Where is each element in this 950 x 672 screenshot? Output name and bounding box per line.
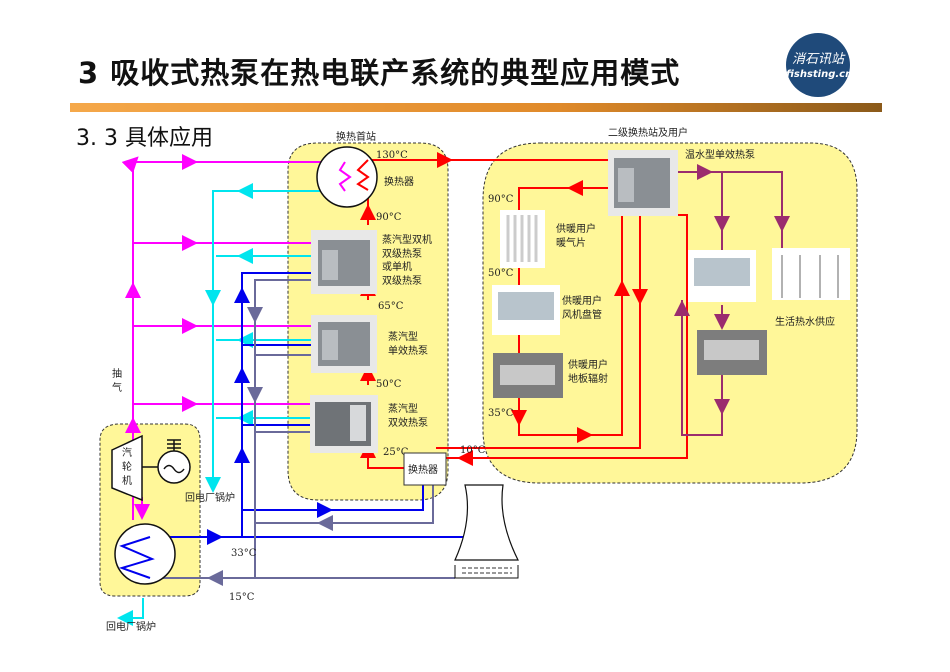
temp-90-s1: 90°C: [376, 212, 402, 223]
temp-90-s2: 90°C: [488, 194, 514, 205]
floor-line2: 地板辐射: [568, 372, 608, 385]
extraction-label-1: 抽: [112, 367, 122, 380]
pump2-line2: 单效热泵: [388, 344, 428, 357]
temp-130: 130°C: [376, 150, 408, 161]
shower-icon: [772, 248, 850, 300]
station2-box: [482, 142, 858, 484]
temp-35: 35°C: [488, 408, 514, 419]
domestic-lines: [674, 164, 790, 436]
pump1-line4: 双级热泵: [382, 274, 422, 287]
fancoil-icon: [492, 285, 560, 335]
floor-heating-icon: [493, 353, 563, 398]
radiator-line2: 暖气片: [556, 236, 586, 249]
steam-lines: [121, 154, 345, 520]
logo-text: 消石讯站: [791, 52, 844, 67]
hot-water-label: 生活热水供应: [775, 315, 835, 328]
temp-65: 65°C: [378, 301, 404, 312]
header-divider: [70, 103, 882, 112]
turbine-line1: 汽: [122, 446, 132, 459]
turbine-icon: [111, 434, 143, 502]
temp-33: 33°C: [231, 548, 257, 559]
logo-url: fishsting.cn: [786, 69, 853, 80]
hx-top-label: 换热器: [384, 175, 414, 188]
return-boiler-2: 回电厂锅炉: [106, 620, 156, 633]
pump1-line3: 或单机: [382, 260, 412, 273]
hx-bottom-label: 换热器: [408, 463, 438, 476]
station2-label: 二级换热站及用户: [608, 126, 688, 139]
s2-pump-label: 温水型单效热泵: [685, 148, 755, 161]
pump3-line1: 蒸汽型: [388, 402, 418, 415]
heat-pump-2-icon: [311, 315, 377, 373]
cooling-tower-icon: [454, 484, 519, 561]
station1-label: 换热首站: [336, 130, 376, 143]
condenser-icon: [114, 523, 176, 585]
cooling-return-lines: [150, 279, 455, 586]
pump1-line1: 蒸汽型双机: [382, 233, 432, 246]
temp-15: 15°C: [229, 592, 255, 603]
heat-pump-3-icon: [310, 395, 378, 453]
hx-bottom-box: [403, 452, 447, 486]
radiator-icon: [500, 210, 545, 268]
temp-50-s2: 50°C: [488, 268, 514, 279]
temp-10: 10°C: [460, 445, 486, 456]
heat-pump-1-icon: [311, 230, 377, 294]
floor-heating-2-icon: [697, 330, 767, 375]
fancoil-line1: 供暖用户: [562, 294, 602, 307]
generator-icon: [157, 450, 191, 484]
condensate-lines: [117, 183, 345, 626]
return-boiler-1: 回电厂锅炉: [185, 491, 235, 504]
page-title: 3 吸收式热泵在热电联产系统的典型应用模式: [78, 56, 681, 90]
radiator-line1: 供暖用户: [556, 222, 596, 235]
heat-exchanger-icon: [316, 146, 378, 208]
logo: 消石讯站 fishsting.cn: [786, 33, 853, 97]
turbine-line2: 轮: [122, 460, 132, 473]
turbine-line3: 机: [122, 474, 132, 487]
heat-pump-s2-icon: [608, 150, 678, 216]
extraction-label-2: 气: [112, 381, 122, 394]
fancoil-line2: 风机盘管: [562, 308, 602, 321]
pump2-line1: 蒸汽型: [388, 330, 418, 343]
pump3-line2: 双效热泵: [388, 416, 428, 429]
section-subtitle: 3. 3 具体应用: [76, 126, 213, 151]
pump1-line2: 双级热泵: [382, 247, 422, 260]
temp-50-s1: 50°C: [376, 379, 402, 390]
floor-line1: 供暖用户: [568, 358, 608, 371]
temp-25: 25°C: [383, 447, 409, 458]
fancoil-2-icon: [688, 250, 756, 302]
